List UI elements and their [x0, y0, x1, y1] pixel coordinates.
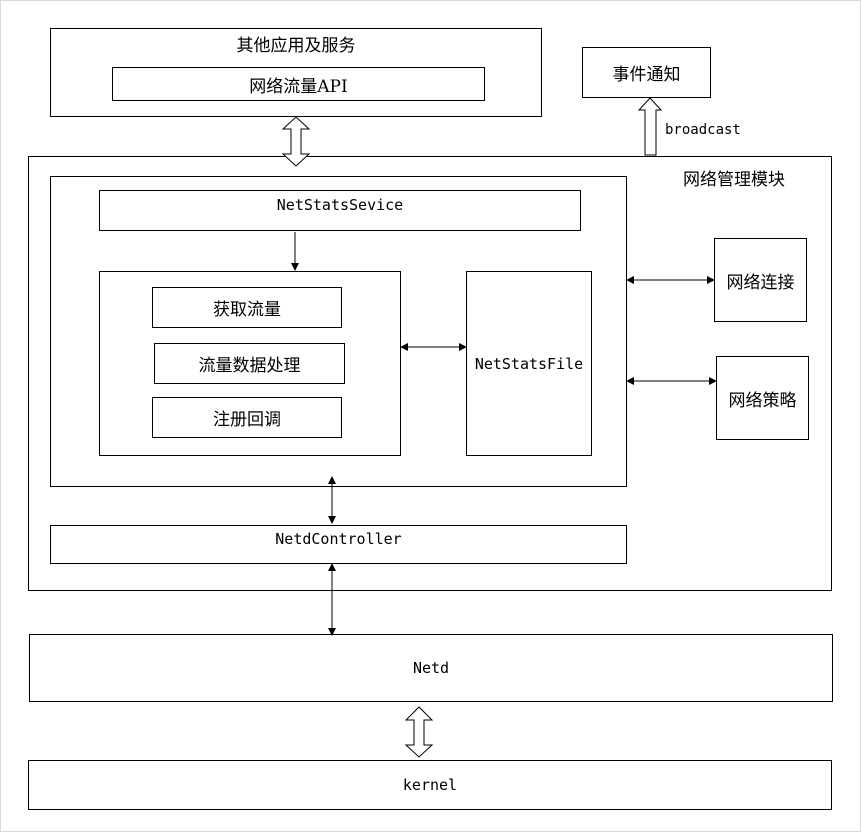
network-management-module: 网络管理模块: [28, 156, 832, 591]
hollow-double-arrow-apps-mgmt: [281, 116, 311, 167]
event-notify-box: 事件通知: [582, 47, 711, 98]
network-management-title: 网络管理模块: [683, 170, 785, 190]
network-connection-label: 网络连接: [726, 272, 795, 293]
function-get-traffic-label: 获取流量: [213, 300, 281, 320]
network-policy-box: 网络策略: [716, 356, 809, 440]
function-data-processing-box: 流量数据处理: [154, 343, 345, 384]
network-traffic-api-label: 网络流量API: [249, 76, 348, 97]
function-get-traffic-box: 获取流量: [152, 287, 342, 328]
event-notify-label: 事件通知: [612, 65, 681, 85]
netd-label: Netd: [412, 659, 450, 677]
netd-box: Netd: [29, 634, 833, 702]
kernel-box: kernel: [28, 760, 832, 810]
netd-controller-box: NetdController: [50, 525, 627, 564]
broadcast-label: broadcast: [665, 122, 741, 138]
netstats-service-label: NetStatsSevice: [276, 195, 404, 214]
hollow-arrow-broadcast: [637, 97, 663, 156]
netstats-container: [50, 176, 627, 487]
hollow-double-arrow-netd-kernel: [404, 706, 434, 758]
function-register-callback-box: 注册回调: [152, 397, 342, 438]
network-policy-label: 网络策略: [728, 390, 797, 411]
network-traffic-api-box: 网络流量API: [112, 67, 485, 101]
functions-group-box: [99, 271, 401, 456]
netstats-file-label: NetStatsFile: [474, 354, 584, 373]
kernel-label: kernel: [402, 776, 458, 794]
netd-controller-label: NetdController: [275, 529, 402, 548]
netstats-service-box: NetStatsSevice: [99, 190, 581, 231]
function-register-callback-label: 注册回调: [213, 410, 281, 430]
netstats-file-box: NetStatsFile: [466, 271, 592, 456]
function-data-processing-label: 流量数据处理: [198, 356, 301, 376]
other-apps-title: 其他应用及服务: [236, 36, 356, 56]
